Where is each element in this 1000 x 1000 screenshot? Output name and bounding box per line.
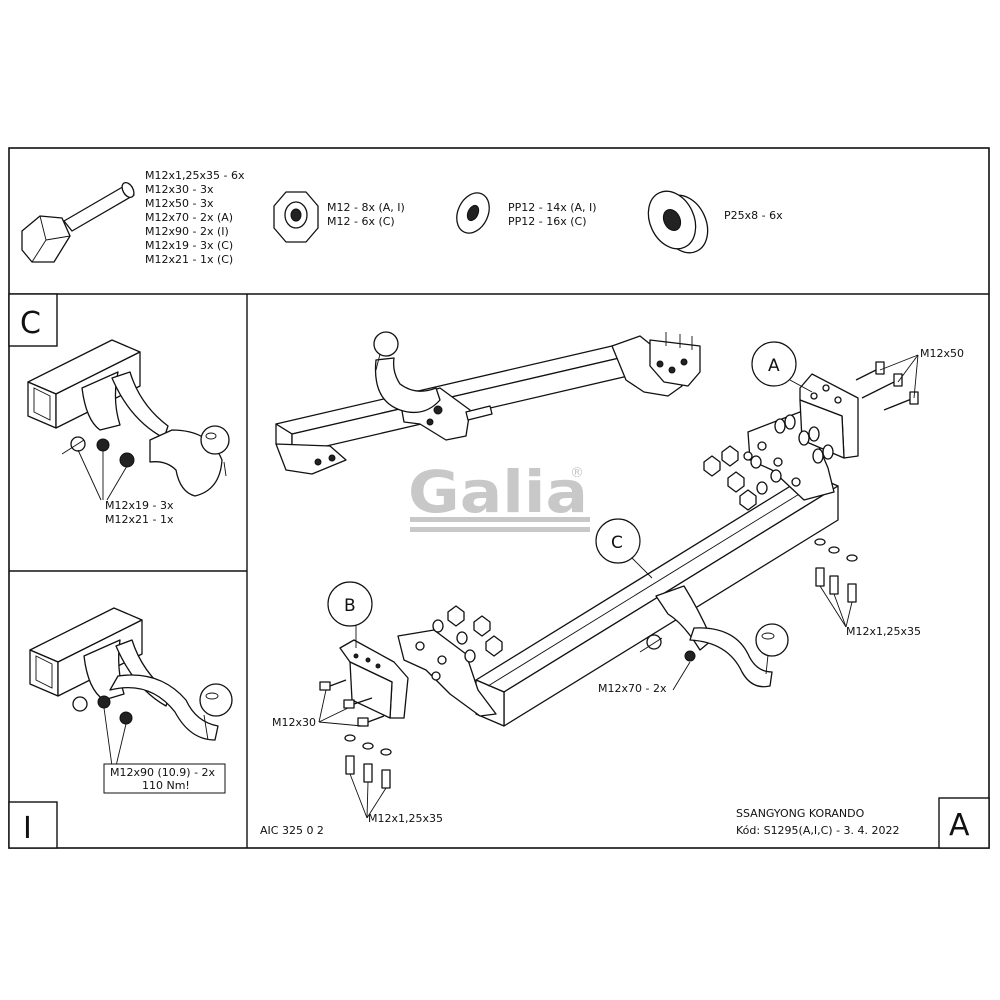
panel-c-letter: C xyxy=(20,306,41,341)
drawing-code: Kód: S1295(A,I,C) - 3. 4. 2022 xyxy=(736,824,900,837)
label-m12x70: M12x70 - 2x xyxy=(598,682,667,695)
assembly-preview-drawing xyxy=(275,331,701,475)
bracket-b-drawing xyxy=(319,605,503,789)
panel-a: Galia ® xyxy=(260,331,990,849)
logo-text: Galia xyxy=(408,458,588,526)
panel-c-label-2: M12x21 - 1x xyxy=(105,513,174,526)
nut-stack xyxy=(703,445,757,511)
galia-logo: Galia ® xyxy=(408,458,590,532)
callout-c: C xyxy=(595,518,653,579)
nut-icon xyxy=(273,191,319,243)
bracket-a-drawing xyxy=(703,361,919,511)
crossbar-drawing xyxy=(397,411,839,727)
label-m12x125-left: M12x1,25x35 xyxy=(368,812,443,825)
callout-b-text: B xyxy=(344,596,356,616)
bolt-line: M12x21 - 1x (C) xyxy=(145,253,233,266)
washer-icon xyxy=(456,192,490,234)
bolt-line: M12x90 - 2x (I) xyxy=(145,225,229,238)
panel-a-letter: A xyxy=(949,808,970,843)
doc-code: AIC 325 0 2 xyxy=(260,824,324,837)
label-m12x50: M12x50 xyxy=(920,347,964,360)
bolt-icon xyxy=(21,181,135,263)
frame xyxy=(8,147,990,849)
nut-line: M12 - 6x (C) xyxy=(327,215,395,228)
panel-i-letter: I xyxy=(23,811,32,846)
detail-c-drawing xyxy=(27,339,230,497)
bolt-m12x125-right-group xyxy=(814,538,858,603)
nut-stack-left xyxy=(432,605,503,663)
nut-line: M12 - 8x (A, I) xyxy=(327,201,405,214)
label-m12x30: M12x30 xyxy=(272,716,316,729)
washer-line: PP12 - 14x (A, I) xyxy=(508,201,597,214)
washer-line: PP12 - 16x (C) xyxy=(508,215,587,228)
panel-i-label-2: 110 Nm! xyxy=(142,779,190,792)
bolt-list: M12x1,25x35 - 6x M12x30 - 3x M12x50 - 3x… xyxy=(145,169,245,266)
detail-i-drawing xyxy=(29,607,233,741)
bolt-line: M12x1,25x35 - 6x xyxy=(145,169,245,182)
panel-i-label-1: M12x90 (10.9) - 2x xyxy=(110,766,216,779)
bolt-m12x50-group xyxy=(855,361,919,411)
bolt-line: M12x30 - 3x xyxy=(145,183,214,196)
spacer-icon xyxy=(647,190,709,254)
label-m12x125-right: M12x1,25x35 xyxy=(846,625,921,638)
panel-i: M12x90 (10.9) - 2x 110 Nm! I xyxy=(8,607,233,849)
logo-mark: ® xyxy=(570,465,584,481)
vehicle-name: SSANGYONG KORANDO xyxy=(736,807,865,820)
panel-c: C M12x19 - 3x M12x21 - 1x xyxy=(8,293,230,526)
callout-b: B xyxy=(327,581,373,648)
bolt-m12x30-group xyxy=(319,679,385,727)
bolt-line: M12x50 - 3x xyxy=(145,197,214,210)
spacer-line: P25x8 - 6x xyxy=(724,209,783,222)
callout-c-text: C xyxy=(611,533,623,553)
bolt-line: M12x19 - 3x (C) xyxy=(145,239,233,252)
washer-spacer-stack xyxy=(750,414,834,495)
bolt-line: M12x70 - 2x (A) xyxy=(145,211,233,224)
callout-a-text: A xyxy=(768,356,780,376)
panel-c-label-1: M12x19 - 3x xyxy=(105,499,174,512)
callout-a: A xyxy=(751,341,813,393)
